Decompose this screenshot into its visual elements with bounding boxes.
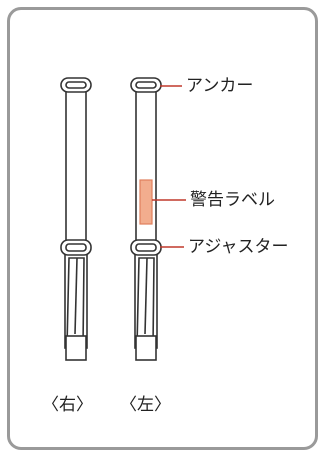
right-strap-label: 〈右〉 (42, 395, 93, 415)
left-strap-label: 〈左〉 (120, 395, 171, 415)
left-adjuster-slot (135, 243, 157, 252)
right-strap-end (65, 335, 87, 361)
left-anchor-slot (135, 81, 157, 89)
left-strap-tail-edge (144, 257, 148, 335)
right-strap-tail-edge (74, 257, 78, 335)
left-strap (130, 77, 162, 361)
warning-label-patch (139, 179, 153, 225)
right-adjuster-slot (65, 243, 87, 252)
right-strap-belt (65, 81, 87, 247)
diagram-frame (7, 7, 318, 450)
right-strap (60, 77, 92, 361)
warning-label-callout: 警告ラベル (190, 190, 275, 210)
left-strap-end (135, 335, 157, 361)
anchor-callout: アンカー (186, 76, 254, 96)
right-anchor-slot (65, 81, 87, 89)
adjuster-callout: アジャスター (188, 237, 289, 257)
